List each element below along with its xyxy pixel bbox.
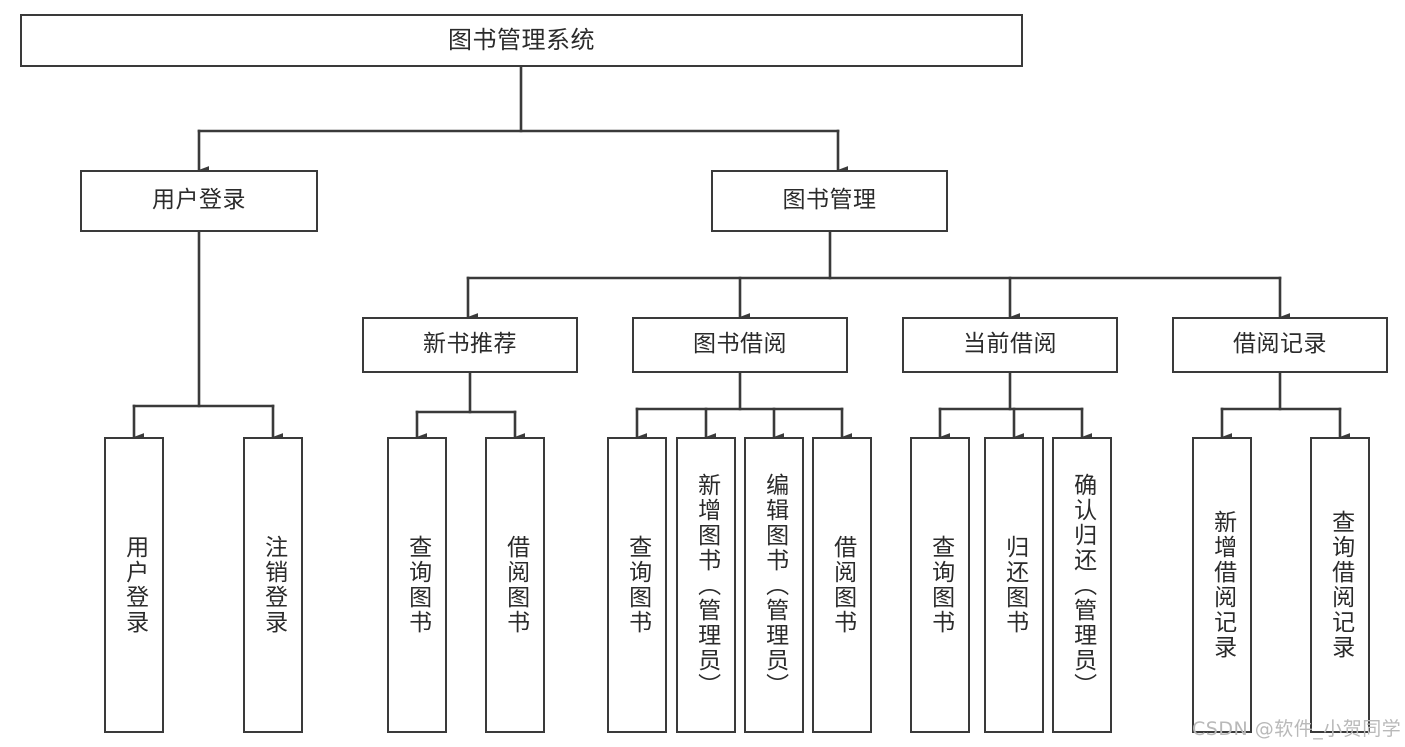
node-book-manage[interactable]: 图书管理 <box>711 170 948 232</box>
node-borrow-record[interactable]: 借阅记录 <box>1172 317 1388 373</box>
node-root[interactable]: 图书管理系统 <box>20 14 1023 67</box>
node-leaf-return-book[interactable]: 归还图书 <box>984 437 1044 733</box>
node-leaf-query-book-3[interactable]: 查询图书 <box>910 437 970 733</box>
node-leaf-add-borrow-record[interactable]: 新增借阅记录 <box>1192 437 1252 733</box>
node-current-borrow-label: 当前借阅 <box>963 331 1057 358</box>
node-book-manage-label: 图书管理 <box>782 187 877 214</box>
node-new-book-rec-label: 新书推荐 <box>423 331 517 358</box>
node-leaf-user-logout[interactable]: 注销登录 <box>243 437 303 733</box>
node-leaf-add-book-admin-label: 新增图书（管理员） <box>693 472 720 698</box>
node-borrow-record-label: 借阅记录 <box>1233 331 1327 358</box>
node-leaf-add-book-admin[interactable]: 新增图书（管理员） <box>676 437 736 733</box>
node-leaf-borrow-book-2[interactable]: 借阅图书 <box>812 437 872 733</box>
node-leaf-user-logout-label: 注销登录 <box>260 535 287 635</box>
node-leaf-confirm-return-admin-label: 确认归还（管理员） <box>1069 472 1096 698</box>
node-book-borrow-label: 图书借阅 <box>693 331 787 358</box>
node-leaf-query-book-2-label: 查询图书 <box>624 535 651 635</box>
node-root-label: 图书管理系统 <box>448 26 595 55</box>
node-leaf-query-book-1[interactable]: 查询图书 <box>387 437 447 733</box>
node-user-login[interactable]: 用户登录 <box>80 170 318 232</box>
node-leaf-add-borrow-record-label: 新增借阅记录 <box>1209 510 1236 660</box>
node-leaf-confirm-return-admin[interactable]: 确认归还（管理员） <box>1052 437 1112 733</box>
watermark-text: CSDN @软件_小贺同学 <box>1192 718 1402 740</box>
node-leaf-borrow-book-1-label: 借阅图书 <box>502 535 529 635</box>
node-leaf-query-borrow-record[interactable]: 查询借阅记录 <box>1310 437 1370 733</box>
node-book-borrow[interactable]: 图书借阅 <box>632 317 848 373</box>
node-leaf-user-login[interactable]: 用户登录 <box>104 437 164 733</box>
node-leaf-return-book-label: 归还图书 <box>1001 535 1028 635</box>
node-current-borrow[interactable]: 当前借阅 <box>902 317 1118 373</box>
node-leaf-borrow-book-2-label: 借阅图书 <box>829 535 856 635</box>
node-leaf-query-book-2[interactable]: 查询图书 <box>607 437 667 733</box>
node-leaf-query-book-1-label: 查询图书 <box>404 535 431 635</box>
node-leaf-query-book-3-label: 查询图书 <box>927 535 954 635</box>
node-new-book-rec[interactable]: 新书推荐 <box>362 317 578 373</box>
node-leaf-edit-book-admin-label: 编辑图书（管理员） <box>761 472 788 698</box>
node-leaf-edit-book-admin[interactable]: 编辑图书（管理员） <box>744 437 804 733</box>
node-leaf-user-login-label: 用户登录 <box>121 535 148 635</box>
node-leaf-borrow-book-1[interactable]: 借阅图书 <box>485 437 545 733</box>
node-leaf-query-borrow-record-label: 查询借阅记录 <box>1327 510 1354 660</box>
node-user-login-label: 用户登录 <box>152 187 246 214</box>
